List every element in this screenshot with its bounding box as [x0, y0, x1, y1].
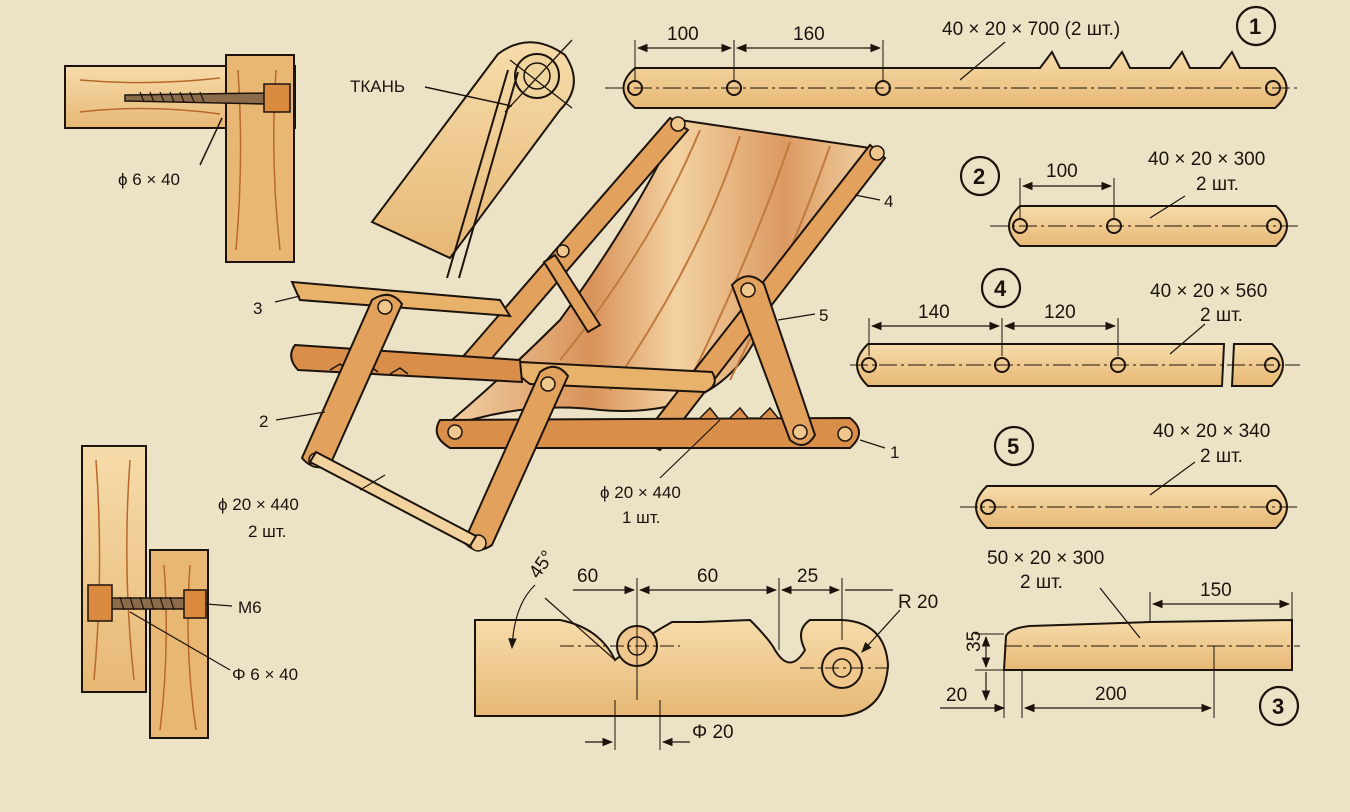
bolt-head-icon	[87, 584, 113, 622]
chair-drawing: 3 2 4 5 1 ϕ 20 × 440 2 шт. ϕ 20 × 440 1 …	[218, 116, 899, 552]
chair-label-1: 1	[890, 443, 899, 462]
part-3-slat	[1002, 618, 1293, 671]
part-4-qty: 2 шт.	[1200, 305, 1243, 326]
part-3-spec: 50 × 20 × 300	[987, 548, 1104, 569]
chair-label-4: 4	[884, 192, 893, 211]
fabric-detail: ТКАНЬ	[350, 39, 575, 279]
chair-part-3-back	[290, 280, 512, 318]
screw-head-icon	[263, 83, 291, 113]
part-5-slat	[975, 485, 1288, 529]
bolt-screw-label: Φ 6 × 40	[232, 665, 298, 684]
notch-dim-3: 25	[797, 566, 818, 587]
part-1-dim-2: 160	[793, 24, 825, 45]
bolt-joint-detail: M6 Φ 6 × 40	[81, 445, 298, 739]
rod-left-qty: 2 шт.	[248, 522, 286, 541]
rod-mid-qty: 1 шт.	[622, 508, 660, 527]
chair-front-leg-left	[300, 293, 404, 469]
part-5-spec: 40 × 20 × 340	[1153, 421, 1270, 442]
bolt-label: M6	[238, 598, 262, 617]
part-5-number: 5	[1007, 434, 1019, 459]
notch-hole: Φ 20	[692, 722, 734, 743]
rod-mid-spec: ϕ 20 × 440	[600, 483, 681, 502]
nut-icon	[183, 589, 207, 619]
part-5-qty: 2 шт.	[1200, 446, 1243, 467]
part-3-dim-200: 200	[1095, 684, 1127, 705]
part-2-spec: 40 × 20 × 300	[1148, 149, 1265, 170]
part-4-drawing: 140 120 40 × 20 × 560 2 шт. 4	[850, 267, 1300, 387]
part-2-drawing: 100 40 × 20 × 300 2 шт. 2	[959, 149, 1300, 247]
notch-radius: R 20	[898, 592, 938, 613]
part-4-spec: 40 × 20 × 560	[1150, 281, 1267, 302]
part-3-drawing: 50 × 20 × 300 2 шт. 150 200 35 20 3	[940, 548, 1300, 727]
notch-dim-2: 60	[697, 566, 718, 587]
part-4-dim-2: 120	[1044, 302, 1076, 323]
part-3-dim-35: 35	[964, 631, 985, 652]
part-1-slat	[622, 50, 1288, 109]
part-1-drawing: 100 160 40 × 20 × 700 (2 шт.) 1	[605, 5, 1300, 109]
fabric-label: ТКАНЬ	[350, 77, 405, 96]
part-3-qty: 2 шт.	[1020, 572, 1063, 593]
screw-joint-detail: ϕ 6 × 40	[64, 54, 296, 263]
bolt-post-left	[81, 445, 147, 693]
bolt-post-right	[149, 549, 209, 739]
part-3-dim-150: 150	[1200, 580, 1232, 601]
part-4-number: 4	[994, 276, 1007, 301]
rod-left-spec: ϕ 20 × 440	[218, 495, 299, 514]
part-2-dim-1: 100	[1046, 161, 1078, 182]
part-1-dim-1: 100	[667, 24, 699, 45]
notch-profile	[474, 618, 890, 717]
chair-label-5: 5	[819, 306, 828, 325]
chair-round-rod	[308, 450, 478, 548]
notch-profile-drawing: 45° 60 60 25 R 20 Φ 20	[474, 547, 938, 750]
chair-back-leg	[542, 253, 602, 334]
notch-angle: 45°	[525, 547, 559, 583]
chair-label-3: 3	[253, 299, 262, 318]
chair-label-2: 2	[259, 412, 268, 431]
notch-dim-1: 60	[577, 566, 598, 587]
chair-part-5	[730, 275, 817, 446]
part-4-dim-1: 140	[918, 302, 950, 323]
part-3-dim-20: 20	[946, 685, 967, 706]
part-1-spec: 40 × 20 × 700 (2 шт.)	[942, 19, 1120, 40]
part-5-drawing: 40 × 20 × 340 2 шт. 5	[960, 421, 1300, 529]
screw-size-label: ϕ 6 × 40	[118, 170, 180, 189]
part-2-qty: 2 шт.	[1196, 174, 1239, 195]
part-3-number: 3	[1272, 694, 1284, 719]
part-1-number: 1	[1249, 14, 1261, 39]
part-2-number: 2	[973, 164, 985, 189]
